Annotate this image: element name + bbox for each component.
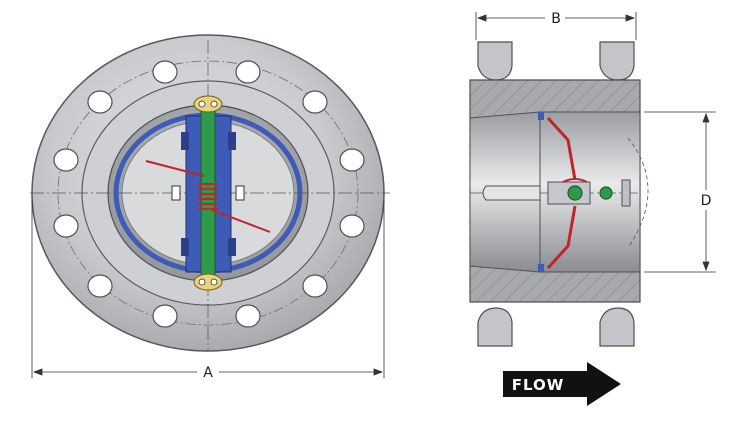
bolt-hole <box>235 304 261 328</box>
torsion-spring <box>145 160 271 233</box>
top-flange-ear-left <box>477 41 513 81</box>
spring-arm <box>145 160 205 177</box>
bolt-circle <box>57 60 359 326</box>
dimension-d-label: D <box>701 193 712 209</box>
bolt-hole <box>302 274 328 298</box>
seat-blue-bottom <box>538 264 544 272</box>
bottom-flange-ear-right <box>599 307 635 347</box>
stop-slot <box>235 185 245 201</box>
top-retainer <box>193 95 223 113</box>
retainer-hole <box>198 100 206 108</box>
flow-arrow: FLOW <box>503 362 621 406</box>
hinge-pin-side <box>567 185 583 201</box>
spring-side <box>562 178 588 183</box>
plate-lug <box>181 132 189 150</box>
top-flange-ear-right <box>599 41 635 81</box>
bolt-hole <box>53 214 79 238</box>
bolt-hole <box>87 90 113 114</box>
flow-label: FLOW <box>512 376 565 394</box>
disc-swing-arc <box>627 137 649 249</box>
bolt-hole <box>339 148 365 172</box>
front-view: A <box>30 34 390 381</box>
retainer-hole <box>210 278 218 286</box>
bolt-hole <box>339 214 365 238</box>
bottom-retainer <box>193 273 223 291</box>
bolt-hole <box>87 274 113 298</box>
spring-coils <box>198 183 218 210</box>
bottom-flange-ear-left <box>477 307 513 347</box>
seat-blue-top <box>538 112 544 120</box>
dimension-a <box>31 200 385 378</box>
stop-pin-side <box>599 186 613 200</box>
plate-lug <box>228 132 236 150</box>
dimension-d <box>644 111 716 273</box>
retainer-side <box>621 179 631 207</box>
plate-lug <box>181 238 189 256</box>
retainer-hole <box>210 100 218 108</box>
stop-slot <box>171 185 181 201</box>
disc-plate-upper <box>546 116 577 181</box>
disc-plate-lower <box>546 205 577 270</box>
plate-lug <box>228 238 236 256</box>
spring-arm <box>211 209 271 233</box>
side-section-view: B D FLOW <box>469 11 716 406</box>
bolt-hole <box>152 304 178 328</box>
bolt-hole <box>152 60 178 84</box>
dimension-a-label: A <box>203 365 213 381</box>
bolt-hole <box>235 60 261 84</box>
dimension-b-label: B <box>551 11 561 27</box>
dimension-b <box>475 12 637 40</box>
pin-slot <box>482 185 541 201</box>
bolt-hole <box>53 148 79 172</box>
bolt-holes <box>53 60 365 328</box>
bolt-hole <box>302 90 328 114</box>
retainer-hole <box>198 278 206 286</box>
